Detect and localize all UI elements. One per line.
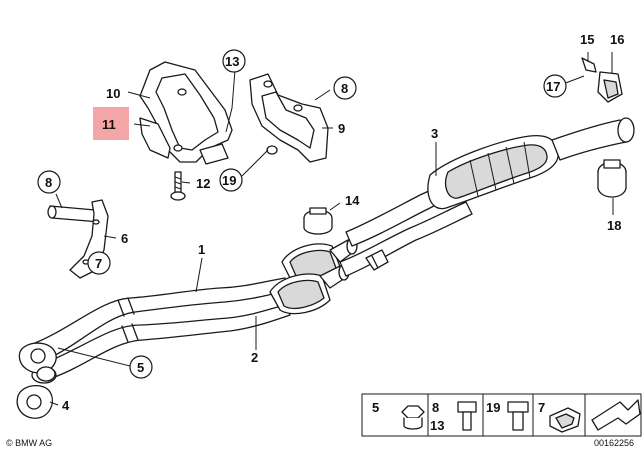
callout-5: 5	[137, 360, 144, 375]
callout-1: 1	[198, 242, 205, 257]
callout-16: 16	[610, 32, 624, 47]
brand-copyright: © BMW AG	[6, 438, 52, 448]
callout-labels: 11 10 13 8 9 19 12 8 6 7 1 2 5 4 3 14 15…	[37, 32, 624, 413]
gasket-part-4	[16, 385, 53, 419]
clamp-part-14	[303, 207, 333, 235]
nut-icon	[401, 405, 425, 419]
clamp-part-18	[597, 159, 627, 198]
callout-4: 4	[62, 398, 70, 413]
legend-7: 7	[538, 400, 545, 415]
screw-part-12	[170, 171, 186, 201]
callout-10: 10	[106, 86, 120, 101]
callout-11: 11	[102, 117, 116, 132]
bolt-icon	[457, 401, 477, 413]
arrow-icon	[591, 399, 641, 431]
small-parts-legend: 5 8 13 19 7	[361, 393, 642, 437]
callout-8-top: 8	[341, 81, 348, 96]
heat-shield-bracket	[139, 61, 233, 165]
callout-12: 12	[196, 176, 210, 191]
callout-19: 19	[222, 173, 236, 188]
bracket-part-9	[249, 73, 329, 163]
callout-17: 17	[546, 79, 560, 94]
exhaust-pipe-assembly	[23, 117, 635, 384]
rubber-hanger-parts	[581, 57, 623, 103]
callout-2: 2	[251, 350, 258, 365]
diagram-number: 00162256	[594, 438, 634, 448]
legend-13: 13	[430, 418, 444, 433]
leader-lines	[49, 52, 614, 406]
legend-5: 5	[372, 400, 379, 415]
gasket-part-5	[18, 342, 57, 382]
bolt-flange-icon	[507, 401, 529, 413]
callout-3: 3	[431, 126, 438, 141]
callout-6: 6	[121, 231, 128, 246]
callout-8-left: 8	[45, 175, 52, 190]
callout-15: 15	[580, 32, 594, 47]
callout-11-highlight	[93, 107, 129, 140]
callout-14: 14	[345, 193, 360, 208]
legend-19: 19	[486, 400, 500, 415]
callout-9: 9	[338, 121, 345, 136]
legend-8: 8	[432, 400, 439, 415]
callout-13: 13	[225, 54, 239, 69]
callout-7: 7	[95, 256, 102, 271]
callout-18: 18	[607, 218, 621, 233]
